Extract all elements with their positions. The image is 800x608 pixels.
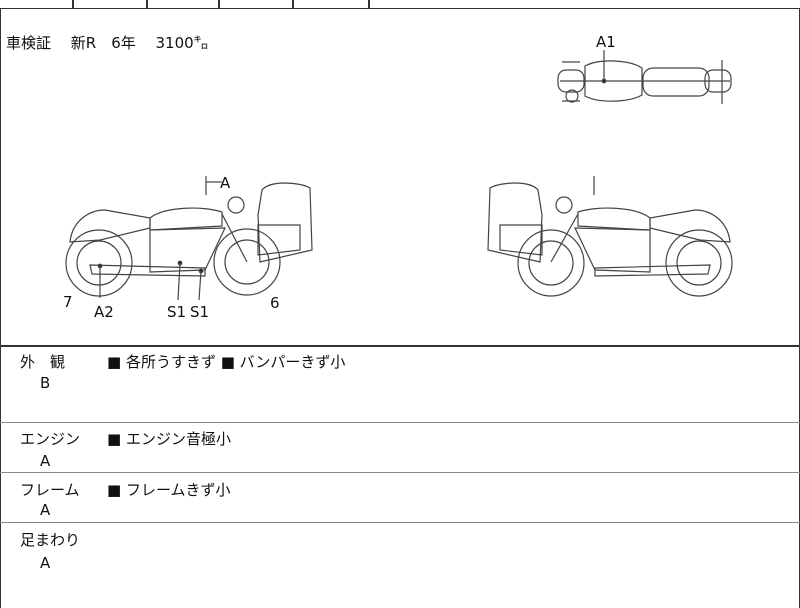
strip-divider <box>146 0 148 8</box>
top-seat <box>642 67 710 97</box>
left-fairing <box>257 182 313 263</box>
right-rear-wheel <box>665 229 733 297</box>
section-suspension-grade: A <box>40 554 51 572</box>
left-headlight <box>227 196 245 214</box>
section-exterior-grade: B <box>40 374 51 392</box>
strip-divider <box>292 0 294 8</box>
right-rear-rim <box>676 240 722 286</box>
section-divider <box>0 522 800 523</box>
section-engine-title: エンジン <box>20 430 81 448</box>
left-pointer-s1b <box>198 270 202 301</box>
label-s1-second: S1 <box>190 303 210 321</box>
strip-divider <box>368 0 370 8</box>
left-rear-wheel <box>65 229 133 297</box>
section-divider <box>0 422 800 423</box>
right-front-wheel <box>517 229 585 297</box>
left-pointer-s1a <box>177 262 181 301</box>
right-rear-fender <box>649 209 731 243</box>
left-front-wheel <box>213 228 281 296</box>
strip-divider <box>218 0 220 8</box>
right-headlight <box>555 196 573 214</box>
section-divider <box>0 345 800 347</box>
label-a1: A1 <box>596 33 616 51</box>
right-fairing-panel <box>499 224 543 256</box>
right-fairing <box>487 182 543 263</box>
right-fork <box>550 213 579 263</box>
motorcycle-diagram <box>65 50 733 301</box>
section-frame-note: ■ フレームきず小 <box>107 481 231 499</box>
motorcycle-top-view <box>557 50 732 104</box>
label-a-mirror: A <box>220 174 231 192</box>
top-headlight <box>565 89 579 103</box>
left-fork <box>221 213 248 263</box>
left-exhaust <box>89 264 206 277</box>
section-suspension-title: 足まわり <box>20 531 81 549</box>
label-a2: A2 <box>94 303 114 321</box>
section-exterior-note: ■ 各所うすきず ■ バンパーきず小 <box>107 353 346 371</box>
label-7: 7 <box>63 293 73 311</box>
right-front-rim <box>528 240 574 286</box>
section-divider <box>0 472 800 473</box>
top-rear-wheel <box>704 69 732 93</box>
section-frame-title: フレーム <box>20 481 80 499</box>
strip-divider <box>72 0 74 8</box>
left-rear-fender <box>69 209 151 243</box>
motorcycle-left-view <box>65 176 313 301</box>
motorcycle-right-view <box>487 176 733 297</box>
top-damage-point <box>601 78 607 84</box>
left-front-rim <box>224 239 270 285</box>
header-strip <box>0 0 800 9</box>
right-exhaust <box>594 264 711 277</box>
section-exterior-title: 外 観 <box>20 353 66 371</box>
label-s1-first: S1 <box>167 303 187 321</box>
section-frame-grade: A <box>40 501 51 519</box>
right-tank <box>577 207 651 231</box>
vehicle-inspection-info: 車検証 新R 6年 3100㌔ <box>6 34 209 52</box>
label-6: 6 <box>270 294 280 312</box>
right-engine <box>574 227 651 273</box>
left-fairing-panel <box>257 224 301 256</box>
left-rear-rim <box>76 240 122 286</box>
left-tank <box>149 207 223 231</box>
section-engine-grade: A <box>40 452 51 470</box>
section-engine-note: ■ エンジン音極小 <box>107 430 231 448</box>
